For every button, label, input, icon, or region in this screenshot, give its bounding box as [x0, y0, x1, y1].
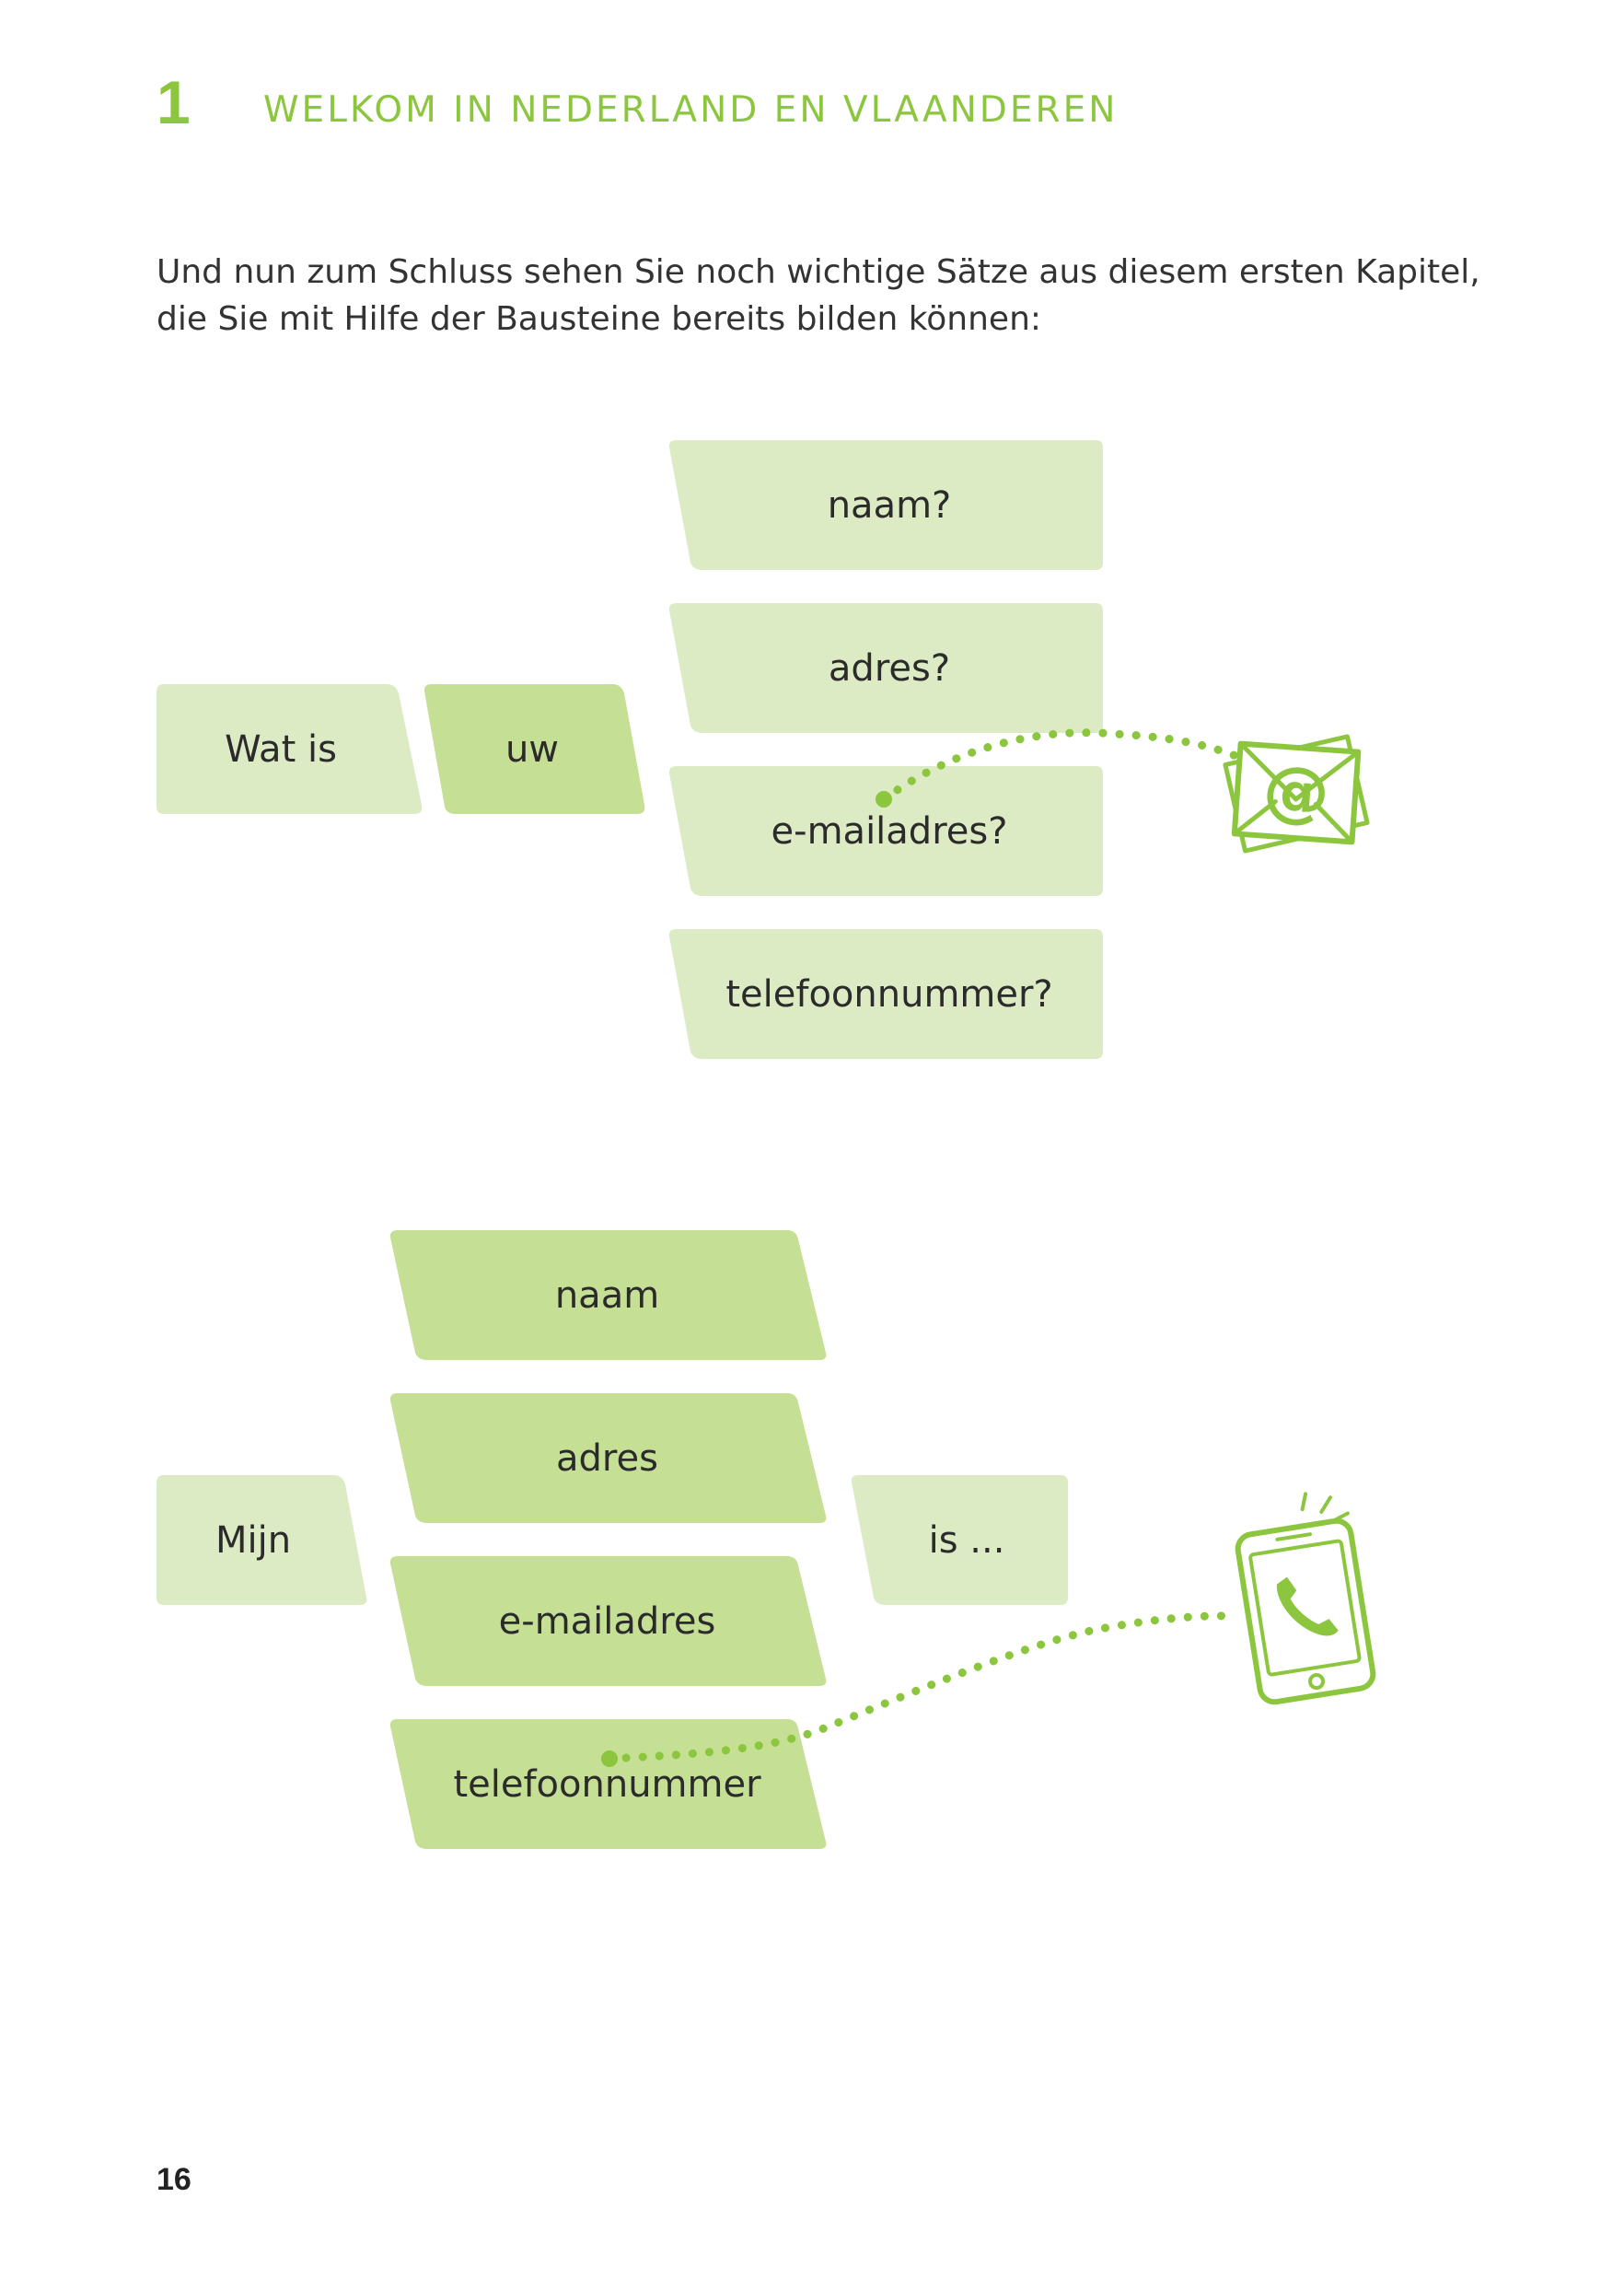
block-naam-q [668, 440, 1103, 570]
block-telefoonnummer-q [668, 929, 1103, 1059]
intro-paragraph: Und nun zum Schluss sehen Sie noch wicht… [157, 253, 1480, 338]
diagram-1: @ [157, 440, 1370, 1059]
block-label-naam-q: naam? [827, 483, 952, 527]
block-label-adres-q: adres? [828, 646, 951, 690]
email-envelope-icon: @ [1223, 734, 1370, 854]
block-telefoonnummer [389, 1719, 827, 1849]
block-label-telefoonnummer-q: telefoonnummer? [725, 972, 1053, 1016]
block-naam [389, 1230, 827, 1360]
block-adres [389, 1393, 827, 1523]
block-emailadres [389, 1556, 827, 1686]
svg-text:@: @ [1260, 750, 1332, 832]
block-label-uw: uw [505, 727, 560, 771]
dotted-connector-email [879, 728, 1243, 804]
block-mijn [157, 1475, 367, 1605]
block-uw [423, 684, 645, 814]
block-is [851, 1475, 1068, 1605]
block-label-telefoonnummer: telefoonnummer [453, 1762, 761, 1806]
chapter-number: 1 [157, 68, 191, 136]
block-label-is: is ... [928, 1518, 1005, 1562]
chapter-title: WELKOM IN NEDERLAND EN VLAANDEREN [263, 89, 1119, 131]
connector-dot-phone [601, 1750, 618, 1767]
diagram-2 [157, 1230, 1376, 1849]
block-label-mijn: Mijn [215, 1518, 292, 1562]
block-label-naam: naam [554, 1273, 660, 1317]
block-label-emailadres-q: e-mailadres? [771, 809, 1008, 853]
block-wat-is [157, 684, 423, 814]
connector-dot-email [876, 791, 892, 808]
block-label-adres: adres [556, 1436, 658, 1480]
block-emailadres-q [668, 766, 1103, 896]
page-number: 16 [157, 2162, 191, 2197]
block-label-emailadres: e-mailadres [498, 1599, 716, 1643]
block-label-wat-is: Wat is [225, 727, 337, 771]
smartphone-call-icon [1235, 1492, 1376, 1705]
dotted-connector-phone [605, 1611, 1234, 1763]
block-adres-q [668, 603, 1103, 733]
